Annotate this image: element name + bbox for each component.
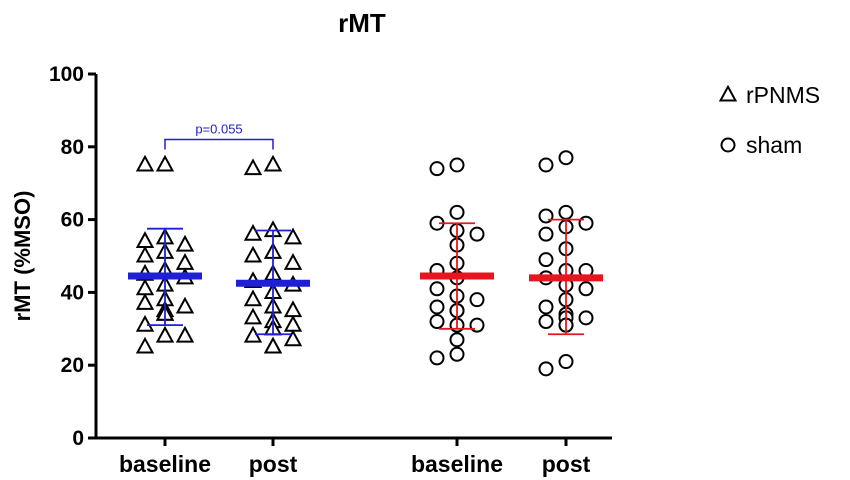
triangle-marker [135,336,155,354]
circle-marker [429,350,445,366]
circle-marker [538,299,554,315]
legend-label: rPNMS [746,82,820,108]
circle-marker [538,252,554,268]
triangle-marker [135,314,155,332]
y-tick-label: 0 [72,427,84,450]
circle-marker [429,299,445,315]
triangle-marker [135,231,155,248]
circle-marker [429,161,445,177]
triangle-marker [175,296,195,314]
circle-marker [538,361,554,377]
triangle-marker [263,336,283,354]
triangle-marker [243,307,263,325]
circle-marker [558,204,574,220]
circle-marker [429,281,445,297]
circle-marker [429,314,445,330]
y-axis-label: rMT (%MSO) [10,191,35,322]
triangle-marker [175,253,195,270]
circle-marker [469,292,485,308]
x-tick-label: post [542,451,591,477]
p-value-annotation: p=0.055 [195,122,242,137]
legend-label: sham [746,132,802,158]
chart-title: rMT [338,8,386,38]
triangle-marker [283,314,303,332]
y-tick-label: 80 [61,136,84,159]
triangle-marker [135,278,155,296]
circle-marker [538,157,554,173]
triangle-marker [243,223,263,241]
circle-marker [449,346,465,362]
triangle-marker [175,325,195,343]
y-tick-label: 20 [61,354,84,377]
circle-marker [449,332,465,348]
circle-marker [558,354,574,370]
x-tick-label: post [249,451,298,477]
circle-marker [558,150,574,166]
circle-marker [469,226,485,242]
triangle-marker [135,245,155,263]
y-tick-label: 40 [61,281,84,304]
triangle-marker [283,329,303,347]
x-tick-label: baseline [119,451,211,477]
y-tick-label: 100 [49,63,84,86]
circle-marker [578,281,594,297]
circle-marker [449,157,465,173]
circle-marker [469,317,485,333]
x-tick-label: baseline [411,451,503,477]
triangle-marker [283,253,303,270]
triangle-marker [155,154,175,172]
legend: rPNMS sham [718,82,820,158]
triangle-marker [175,234,195,252]
circle-marker [578,310,594,326]
y-tick-label: 60 [61,209,84,232]
circle-marker [538,208,554,224]
triangle-marker [135,293,155,310]
triangle-marker [718,84,738,102]
circle-marker [578,215,594,231]
triangle-marker [263,154,283,172]
triangle-marker [243,158,263,176]
circle-marker [449,204,465,220]
significance-bracket [164,138,274,150]
triangle-marker [135,154,155,172]
triangle-marker [243,245,263,263]
triangle-marker [283,227,303,245]
circle-marker [538,314,554,330]
triangle-marker [283,300,303,318]
triangle-marker [155,325,175,343]
axes: 0 20 40 60 80 100 baseline post baseline post [49,63,612,477]
plot-area: p=0.055 [128,122,603,377]
triangle-marker [243,289,263,307]
circle-marker [538,226,554,242]
circle-marker [720,137,736,153]
